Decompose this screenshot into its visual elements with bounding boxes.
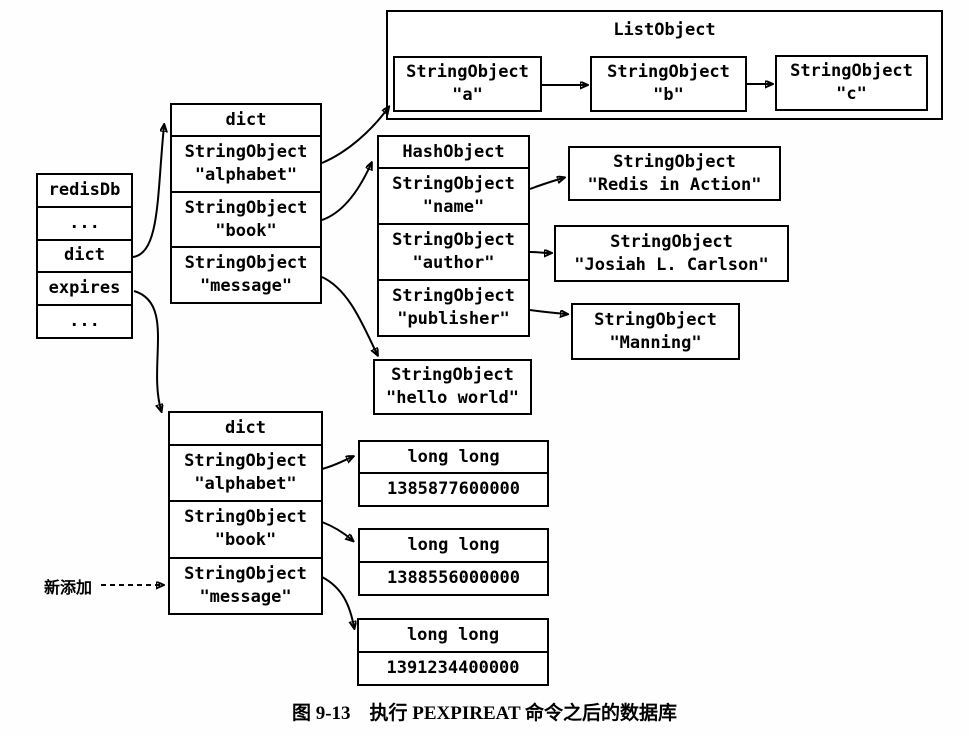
- josiah-value: "Josiah L. Carlson": [574, 254, 769, 275]
- string-hello-world-cell: StringObject "hello world": [375, 361, 530, 413]
- key-book-type: StringObject: [184, 197, 308, 218]
- key-alphabet-value: "alphabet": [194, 164, 298, 185]
- string-josiah: StringObject "Josiah L. Carlson": [554, 225, 789, 282]
- string-manning-cell: StringObject "Manning": [573, 305, 738, 358]
- hello-world-value: "hello world": [385, 388, 520, 408]
- expires-dict: dict StringObject "alphabet" StringObjec…: [168, 411, 323, 615]
- redisdb-row-ellipsis-top: ...: [38, 205, 131, 239]
- expires-cell-alphabet: StringObject "alphabet": [170, 444, 321, 500]
- redisdb-row-expires: expires: [38, 271, 131, 304]
- list-item-a: StringObject "a": [393, 56, 542, 112]
- list-b-value: "b": [653, 85, 684, 105]
- key-dict-cell-book: StringObject "book": [172, 190, 320, 247]
- key-dict-header: dict: [225, 109, 267, 130]
- arrow-book-to-long2: [321, 521, 352, 540]
- hash-publisher-value: "publisher": [397, 309, 510, 329]
- string-hello-world: StringObject "hello world": [373, 359, 532, 415]
- list-item-c-cell: StringObject "c": [777, 57, 926, 109]
- hash-author-type: StringObject: [392, 230, 515, 250]
- arrow-dict-to-keydict: [132, 126, 164, 258]
- hello-world-type: StringObject: [391, 365, 514, 385]
- expire-time-message-value: 1391234400000: [359, 651, 547, 684]
- list-item-c: StringObject "c": [775, 55, 928, 111]
- list-item-b: StringObject "b": [590, 56, 747, 112]
- expires-message-value: "message": [199, 586, 292, 607]
- expire-time-book-type: long long: [407, 535, 500, 555]
- arrow-expires-to-expiresdict: [133, 290, 161, 410]
- new-added-label: 新添加: [44, 578, 93, 597]
- arrow-publisher-to-value: [529, 309, 566, 314]
- expires-cell-book: StringObject "book": [170, 500, 321, 556]
- list-c-value: "c": [836, 84, 867, 104]
- hash-cell-author: StringObject "author": [379, 223, 528, 279]
- hash-cell-name: StringObject "name": [379, 167, 528, 223]
- expire-time-alphabet-value: 1385877600000: [360, 472, 547, 505]
- expire-time-message: long long 1391234400000: [357, 618, 549, 686]
- expires-alphabet-type: StringObject: [184, 451, 307, 472]
- expire-time-book-value: 1388556000000: [360, 561, 547, 594]
- hash-object-header: HashObject: [402, 141, 505, 162]
- expires-book-value: "book": [214, 530, 277, 551]
- expires-message-type: StringObject: [184, 563, 307, 584]
- arrow-message-to-long3: [321, 576, 354, 627]
- redisdb-struct: redisDb ... dict expires ...: [36, 173, 133, 339]
- list-c-type: StringObject: [790, 61, 913, 81]
- string-redis-in-action-cell: StringObject "Redis in Action": [570, 148, 779, 199]
- figure-caption: 图 9-13 执行 PEXPIREAT 命令之后的数据库: [291, 703, 678, 724]
- expires-book-type: StringObject: [184, 507, 307, 528]
- manning-value: "Manning": [609, 332, 702, 353]
- hash-object: HashObject StringObject "name" StringObj…: [377, 135, 530, 337]
- key-alphabet-type: StringObject: [184, 141, 308, 162]
- redisdb-row-title: redisDb: [48, 179, 121, 200]
- list-a-type: StringObject: [406, 62, 529, 82]
- arrow-alphabet-to-long1: [321, 457, 352, 470]
- expire-time-alphabet: long long 1385877600000: [358, 440, 549, 507]
- key-book-value: "book": [215, 220, 277, 241]
- hash-author-value: "author": [412, 253, 495, 273]
- key-dict-cell-alphabet: StringObject "alphabet": [172, 135, 320, 191]
- list-item-b-cell: StringObject "b": [592, 58, 745, 110]
- list-item-a-cell: StringObject "a": [395, 58, 540, 110]
- list-b-type: StringObject: [607, 62, 730, 82]
- redisdb-row-ellipsis-bottom: ...: [38, 304, 131, 337]
- key-message-type: StringObject: [184, 253, 308, 274]
- expires-cell-message: StringObject "message": [170, 556, 321, 613]
- arrow-author-to-value: [529, 252, 550, 253]
- arrow-name-to-value: [529, 178, 563, 190]
- list-object-title: ListObject: [613, 20, 716, 40]
- string-redis-in-action: StringObject "Redis in Action": [568, 146, 781, 201]
- redis-in-action-type: StringObject: [613, 151, 736, 172]
- redisdb-row-dict: dict: [38, 238, 131, 272]
- hash-name-type: StringObject: [392, 174, 515, 194]
- string-josiah-cell: StringObject "Josiah L. Carlson": [556, 227, 787, 280]
- string-manning: StringObject "Manning": [571, 303, 740, 360]
- manning-type: StringObject: [594, 309, 717, 330]
- key-dict: dict StringObject "alphabet" StringObjec…: [170, 103, 322, 304]
- key-dict-cell-message: StringObject "message": [172, 246, 320, 302]
- expire-time-alphabet-type: long long: [407, 446, 500, 467]
- hash-publisher-type: StringObject: [392, 286, 515, 306]
- expire-time-message-type: long long: [406, 625, 500, 645]
- key-message-value: "message": [199, 276, 293, 297]
- josiah-type: StringObject: [610, 231, 733, 252]
- redis-in-action-value: "Redis in Action": [587, 174, 762, 195]
- expire-time-book: long long 1388556000000: [358, 528, 549, 596]
- expires-alphabet-value: "alphabet": [194, 474, 297, 495]
- hash-cell-publisher: StringObject "publisher": [379, 279, 528, 335]
- expires-dict-header: dict: [225, 418, 266, 438]
- hash-name-value: "name": [422, 197, 485, 217]
- list-a-value: "a": [452, 85, 483, 105]
- arrow-book-to-hashobject: [321, 164, 371, 221]
- arrow-message-to-helloworld: [321, 276, 377, 354]
